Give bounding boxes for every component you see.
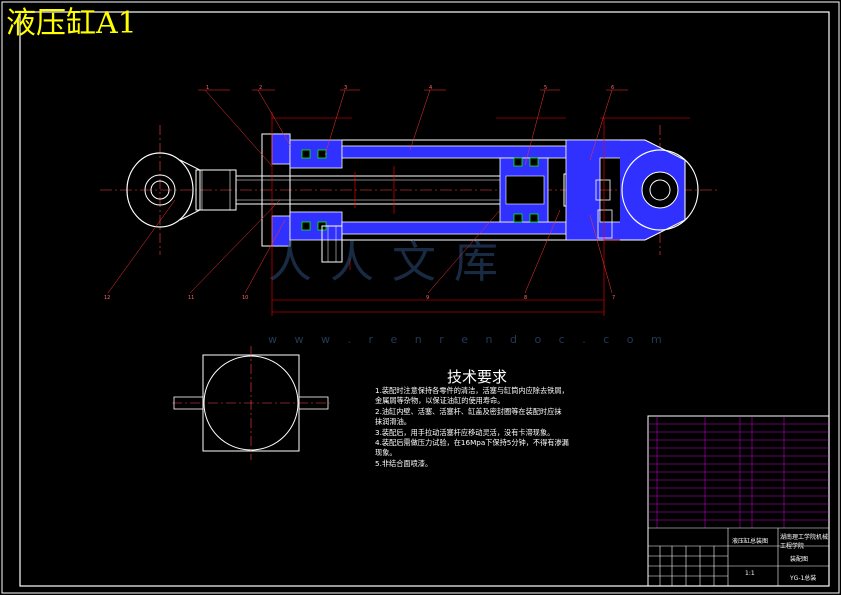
balloon-2: 2 — [259, 85, 262, 91]
rear-cover — [565, 139, 699, 241]
technical-requirements-list: 1.装配时注意保持各零件的清洁，活塞与缸筒内应除去铁屑， 金属屑等杂物，以保证油… — [375, 386, 625, 469]
technical-requirements-heading: 技术要求 — [447, 368, 508, 386]
end-view — [172, 346, 330, 460]
dimension-lines — [271, 112, 690, 316]
balloon-12: 12 — [104, 295, 110, 301]
balloon-3: 3 — [344, 85, 347, 91]
requirement-line: 2.油缸内壁、活塞、活塞杆、缸盖及密封圈等在装配时应抹 — [375, 406, 562, 416]
title-block-school: 湖南理工学院机械工程学院 — [780, 534, 829, 550]
balloon-11: 11 — [188, 295, 194, 301]
balloon-1: 1 — [206, 85, 209, 91]
requirement-line: 金属屑等杂物，以保证油缸的使用寿命。 — [375, 396, 505, 406]
balloon-4: 4 — [429, 85, 432, 91]
piston — [499, 157, 597, 223]
balloon-6: 6 — [611, 85, 614, 91]
balloon-9: 9 — [426, 295, 429, 301]
requirement-line: 3.装配后，用手拉动活塞杆应移动灵活，没有卡滞现象。 — [375, 427, 555, 437]
watermark-logo: 人人文库 — [268, 237, 516, 288]
balloon-7: 7 — [612, 295, 615, 301]
front-cover — [261, 133, 343, 263]
requirement-line: 1.装配时注意保持各零件的清洁，活塞与缸筒内应除去铁屑， — [375, 386, 569, 395]
title-block-scale: 1:1 — [745, 570, 755, 577]
watermark-url: w w w . r e n r e n d o c . c o m — [268, 333, 669, 346]
requirement-line: 现象。 — [375, 448, 397, 458]
parts-list-table — [647, 415, 830, 587]
balloon-5: 5 — [544, 85, 547, 91]
title-block-drawing-no: YG-1总装 — [790, 575, 817, 582]
requirement-line: 抹润滑油。 — [375, 417, 411, 427]
drawing-title: 液压缸A1 — [6, 6, 137, 41]
requirement-line: 5.非结合面喷漆。 — [375, 458, 433, 468]
cylinder-assembly-view: 1 2 3 4 5 6 7 8 9 10 11 12 — [100, 85, 720, 316]
leader-lines — [107, 89, 628, 294]
balloon-10: 10 — [242, 295, 248, 301]
rod-end-eye — [126, 152, 237, 228]
requirement-line: 4.装配后需做压力试验，在16Mpa下保持5分钟，不得有渗漏 — [375, 438, 569, 448]
title-block-drawing-name: 液压缸总装图 — [732, 538, 769, 545]
inner-frame — [19, 11, 830, 587]
balloon-8: 8 — [524, 295, 527, 301]
title-block-material: 装配图 — [790, 556, 809, 563]
